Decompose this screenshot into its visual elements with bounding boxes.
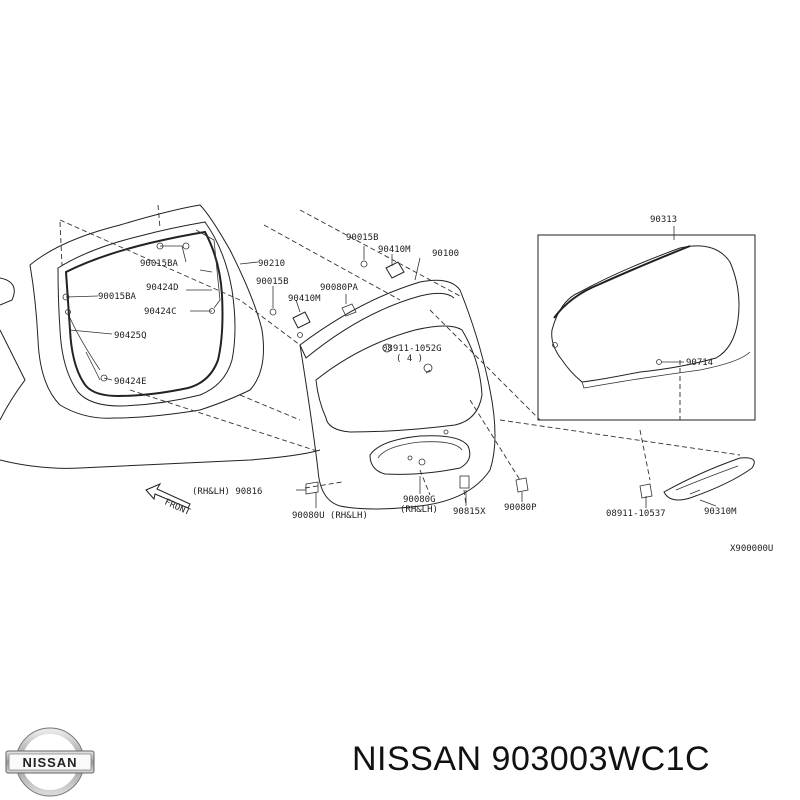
label-90410m-mid: 90410M — [288, 294, 321, 304]
label-90080pa: 90080PA — [320, 283, 359, 293]
label-90100: 90100 — [432, 249, 459, 259]
label-90313: 90313 — [650, 215, 677, 225]
label-90015ba-1: 90015BA — [140, 259, 179, 269]
label-90410m-top: 90410M — [378, 245, 411, 255]
label-90815x: 90815X — [453, 507, 486, 517]
label-90210: 90210 — [258, 259, 285, 269]
label-qty-4: ( 4 ) — [396, 354, 423, 364]
label-90080p: 90080P — [504, 503, 537, 513]
label-90425q: 90425Q — [114, 331, 147, 341]
label-90310m: 90310M — [704, 507, 737, 517]
label-90080u: 90080U (RH&LH) — [292, 511, 368, 521]
pointer-lines — [65, 226, 717, 508]
hinge-parts — [62, 242, 653, 499]
label-90424c: 90424C — [144, 307, 177, 317]
part-labels: 90313 90015B 90410M 90100 90015BA 90210 … — [98, 215, 773, 554]
label-90015ba-2: 90015BA — [98, 292, 137, 302]
trim-inset-box — [537, 234, 756, 421]
part-number-title: NISSAN 903003WC1C — [352, 740, 711, 778]
label-front: FRONT — [163, 498, 192, 518]
label-90015b-top: 90015B — [346, 233, 379, 243]
nissan-logo-text: NISSAN — [22, 755, 77, 770]
label-rhlh-2: (RH&LH) — [400, 505, 438, 515]
label-90015b-mid: 90015B — [256, 277, 289, 287]
label-08911-1052g: 08911-1052G — [382, 344, 442, 354]
circled-n-symbol — [382, 343, 392, 353]
label-08911-10537: 08911-10537 — [606, 509, 666, 519]
spoiler-part — [663, 457, 755, 501]
label-90714: 90714 — [686, 358, 713, 368]
label-90080g: 90080G — [403, 495, 436, 505]
label-rhlh-90816: (RH&LH) 90816 — [192, 487, 262, 497]
car-body-outline — [0, 204, 321, 469]
drawing-code: X900000U — [730, 544, 773, 554]
back-door-panel — [299, 279, 496, 510]
label-90424e: 90424E — [114, 377, 147, 387]
nissan-logo: NISSAN — [5, 727, 95, 797]
front-arrow-icon — [145, 482, 191, 509]
label-90424d: 90424D — [146, 283, 179, 293]
